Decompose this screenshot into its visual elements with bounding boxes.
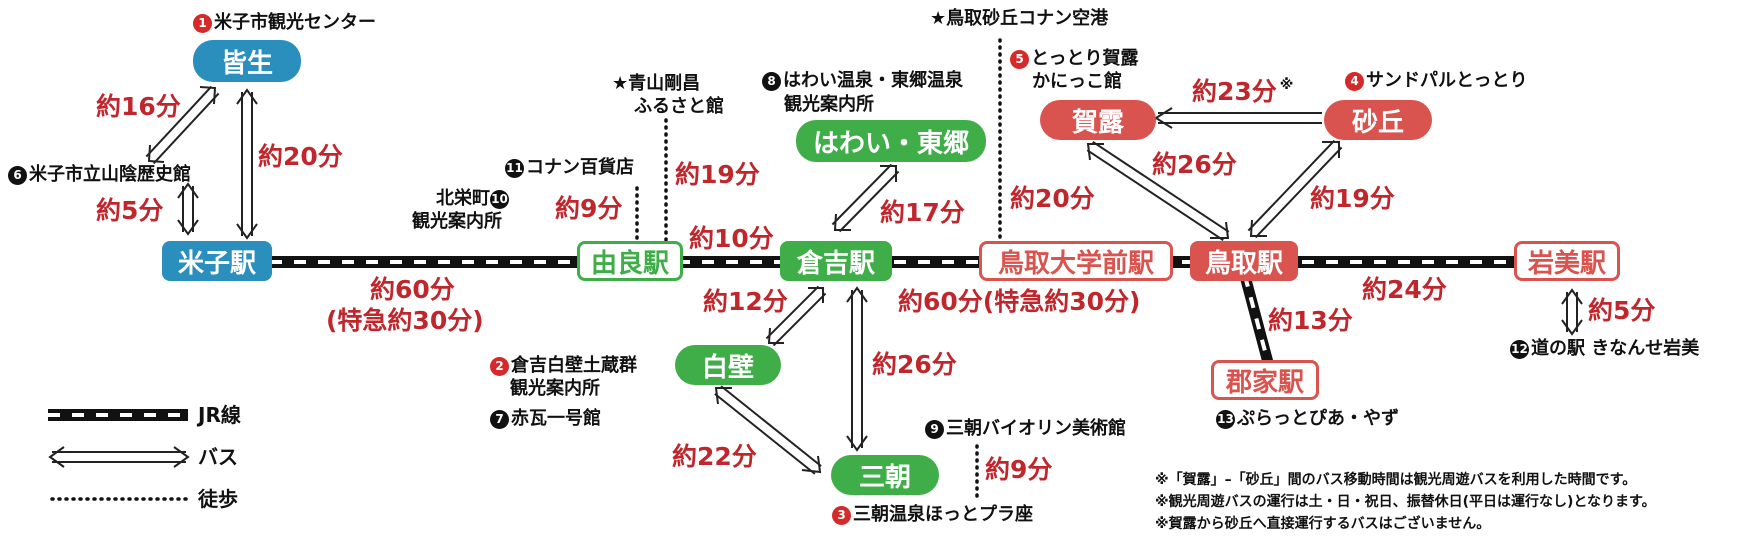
stop-misasa: 三朝: [831, 455, 939, 495]
bus-shirakabe-misasa: [714, 385, 822, 475]
walk-lines: [635, 38, 1002, 502]
aoyama-museum-line2: ふるさと館: [634, 96, 724, 117]
bus-iwami-michinoeki: [1561, 288, 1583, 336]
time-shirakabe-misasa: 約22分: [672, 442, 757, 471]
legend-walk: 徒歩: [198, 487, 238, 511]
stop-karo: 賀露: [1040, 100, 1156, 140]
time-hist-yonago: 約5分: [96, 196, 164, 225]
time-yonago-yura-2: (特急約30分): [326, 306, 484, 335]
bus-kurayoshi-shirakabe: [765, 285, 827, 347]
time-tottori-kouge: 約13分: [1268, 306, 1353, 335]
stop-hawai-togo: はわい・東郷: [796, 120, 986, 162]
time-kaike-hist: 約16分: [96, 92, 181, 121]
stop-kaike: 皆生: [193, 40, 301, 82]
station-yura: 由良駅: [577, 241, 683, 281]
bus-tottori-sakyu: [1247, 139, 1343, 239]
time-yura-kurayoshi: 約10分: [689, 224, 774, 253]
stop-sakyu: 砂丘: [1324, 100, 1432, 140]
legend-bus: バス: [198, 445, 238, 469]
bus-arrows: [145, 85, 1583, 475]
spot-8-line2: 観光案内所: [784, 94, 874, 115]
time-misasa-violin: 約9分: [985, 455, 1053, 484]
stop-shirakabe: 白壁: [675, 345, 781, 385]
legend-graphics: [48, 409, 190, 501]
legend-jr: JR線: [198, 403, 241, 427]
spot-10: 北栄町10: [436, 188, 509, 209]
time-kurayoshi-misasa: 約26分: [872, 350, 957, 379]
time-daigaku-airport: 約20分: [1010, 184, 1095, 213]
note-1: ※「賀露」–「砂丘」間のバス移動時間は観光周遊バスを利用した時間です。: [1155, 472, 1637, 488]
bus-kurayoshi-misasa: [846, 286, 868, 452]
time-kurayoshi-shirakabe: 約12分: [703, 287, 788, 316]
note-3: ※賀露から砂丘へ直接運行するバスはございません。: [1155, 516, 1491, 532]
time-kurayoshi-hawai: 約17分: [880, 198, 965, 227]
bus-sakyu-karo: [1154, 107, 1322, 129]
bus-karo-tottori: [1086, 140, 1230, 242]
station-yonago: 米子駅: [162, 241, 272, 281]
bus-kaike-hist: [145, 85, 220, 165]
time-yura-aoyama: 約19分: [675, 160, 760, 189]
time-yonago-yura-1: 約60分: [370, 275, 455, 304]
time-iwami-michinoeki: 約5分: [1588, 296, 1656, 325]
spot-5-line2: かにっこ館: [1032, 71, 1122, 92]
station-iwami: 岩美駅: [1514, 241, 1620, 281]
jr-branch-kouge: [1239, 274, 1276, 372]
spot-10-line2: 観光案内所: [412, 211, 502, 232]
time-kurayoshi-daigaku: 約60分(特急約30分): [898, 287, 1141, 316]
bus-kurayoshi-hawai: [831, 163, 900, 233]
station-kurayoshi: 倉吉駅: [780, 241, 892, 281]
bus-hist-yonago: [177, 182, 199, 236]
time-tottori-sakyu: 約19分: [1310, 184, 1395, 213]
station-tottori-daigakumae: 鳥取大学前駅: [979, 241, 1173, 281]
spot-2-line2: 観光案内所: [510, 378, 600, 399]
bus-kaike-yonago: [236, 88, 258, 240]
asterisk-mark: ※: [1279, 77, 1294, 93]
time-karo-tottori: 約26分: [1152, 150, 1237, 179]
station-kouge: 郡家駅: [1211, 360, 1319, 400]
note-2: ※観光周遊バスの運行は土・日・祝日、振替休日(平日は運行なし)となります。: [1155, 494, 1656, 510]
time-kaike-yonago: 約20分: [258, 142, 343, 171]
time-yura-hokuei: 約9分: [555, 194, 623, 223]
aoyama-museum-line1: ★青山剛昌: [612, 73, 701, 94]
airport-label: ★鳥取砂丘コナン空港: [930, 8, 1109, 29]
time-tottori-iwami: 約24分: [1362, 275, 1447, 304]
station-tottori: 鳥取駅: [1190, 241, 1298, 281]
time-karo-sakyu: 約23分※: [1192, 77, 1294, 106]
